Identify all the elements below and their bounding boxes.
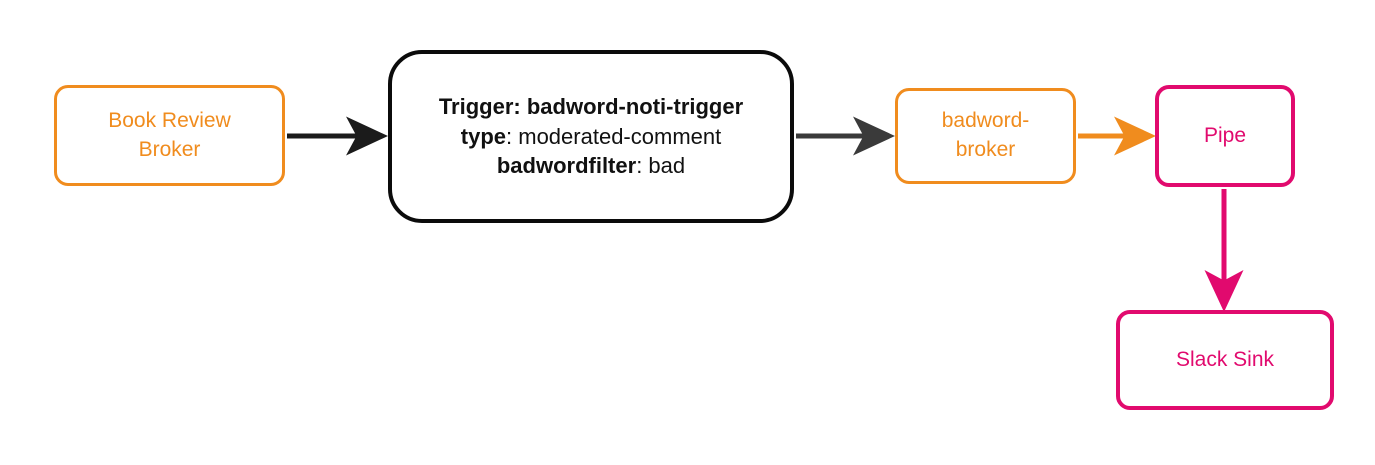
node-pipe-label: Pipe [1203,123,1247,147]
trigger-line-2: type: moderated-comment [402,122,780,152]
trigger-line-1-key: Trigger: [438,93,521,119]
trigger-line-3-sep: : [636,153,649,179]
node-trigger-label: Trigger: badword-noti-trigger type: mode… [392,92,790,182]
node-badword-broker-label: badword- broker [898,107,1073,164]
node-trigger[interactable]: Trigger: badword-noti-trigger type: mode… [388,50,794,223]
node-pipe[interactable]: Pipe [1155,85,1295,187]
node-book-review-broker[interactable]: Book Review Broker [54,85,285,186]
trigger-line-2-sep: : [506,123,519,149]
trigger-line-2-value: moderated-comment [518,123,722,149]
node-label-line-1: Book Review [108,108,231,132]
trigger-line-1: Trigger: badword-noti-trigger [402,92,780,122]
trigger-line-3: badwordfilter: bad [402,151,780,181]
trigger-line-3-value: bad [648,153,686,179]
node-slack-sink[interactable]: Slack Sink [1116,310,1334,410]
node-book-review-broker-label: Book Review Broker [57,107,282,164]
node-label-line-1: badword- [941,109,1030,133]
node-label-line-2: broker [955,138,1016,161]
trigger-line-2-key: type [460,123,507,149]
node-label-line-2: Broker [138,137,201,161]
trigger-line-3-key: badwordfilter [496,153,637,179]
node-slack-sink-label: Slack Sink [1175,347,1275,371]
node-badword-broker[interactable]: badword- broker [895,88,1076,184]
trigger-line-1-value: badword-noti-trigger [526,93,744,119]
